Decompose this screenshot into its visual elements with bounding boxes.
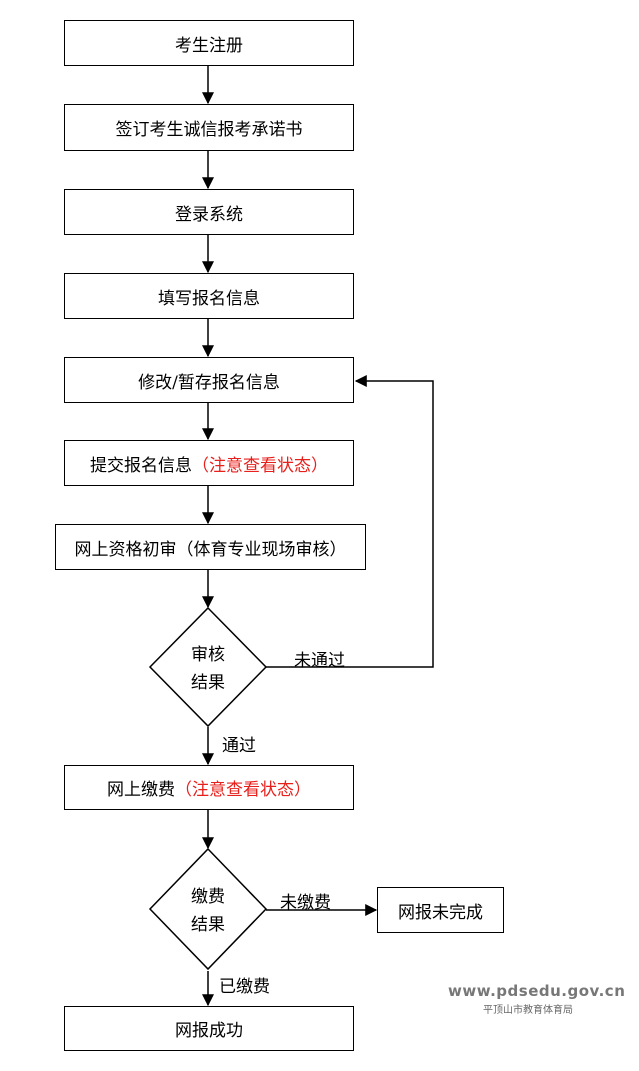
step-submit-info: 提交报名信息（注意查看状态）: [64, 440, 354, 486]
step-modify-save: 修改/暂存报名信息: [64, 357, 354, 403]
review-decision-diamond: [148, 606, 268, 728]
review-decision-line1: 审核: [191, 645, 225, 665]
watermark: www.pdsedu.gov.cn 平顶山市教育体育局: [448, 982, 626, 1016]
label-not-passed: 未通过: [294, 651, 345, 671]
payment-decision-label: 缴费 结果: [168, 883, 248, 939]
step-online-review: 网上资格初审（体育专业现场审核）: [55, 524, 366, 570]
step-online-payment-label: 网上缴费: [107, 780, 175, 800]
step-register-label: 考生注册: [175, 35, 243, 56]
step-online-payment-note: （注意查看状态）: [175, 780, 311, 800]
watermark-url: www.pdsedu.gov.cn: [448, 982, 626, 1000]
step-online-review-label: 网上资格初审（体育专业现场审核）: [74, 539, 347, 560]
step-online-payment: 网上缴费（注意查看状态）: [64, 765, 354, 810]
step-submit-info-note: （注意查看状态）: [192, 455, 328, 476]
label-not-paid: 未缴费: [280, 893, 331, 913]
step-sign-pledge-label: 签订考生诚信报考承诺书: [115, 120, 303, 140]
watermark-org: 平顶山市教育体育局: [483, 1005, 573, 1016]
step-registration-success: 网报成功: [64, 1006, 354, 1051]
step-modify-save-label: 修改/暂存报名信息: [138, 372, 280, 393]
step-sign-pledge: 签订考生诚信报考承诺书: [64, 104, 354, 151]
step-registration-incomplete-label: 网报未完成: [398, 902, 483, 923]
label-paid: 已缴费: [219, 977, 270, 997]
step-registration-success-label: 网报成功: [175, 1021, 243, 1041]
step-login: 登录系统: [64, 189, 354, 235]
step-registration-incomplete: 网报未完成: [377, 887, 504, 933]
step-login-label: 登录系统: [175, 204, 243, 225]
payment-decision-diamond: [148, 847, 268, 971]
step-fill-info: 填写报名信息: [64, 273, 354, 319]
payment-decision-line1: 缴费: [191, 887, 225, 907]
step-fill-info-label: 填写报名信息: [158, 288, 260, 309]
payment-decision-line2: 结果: [191, 915, 225, 935]
label-passed: 通过: [222, 736, 256, 756]
review-decision-line2: 结果: [191, 673, 225, 693]
review-decision-label: 审核 结果: [168, 641, 248, 697]
step-register: 考生注册: [64, 20, 354, 66]
step-submit-info-label: 提交报名信息: [90, 455, 192, 476]
arrow-not-passed-loop: [266, 375, 434, 668]
